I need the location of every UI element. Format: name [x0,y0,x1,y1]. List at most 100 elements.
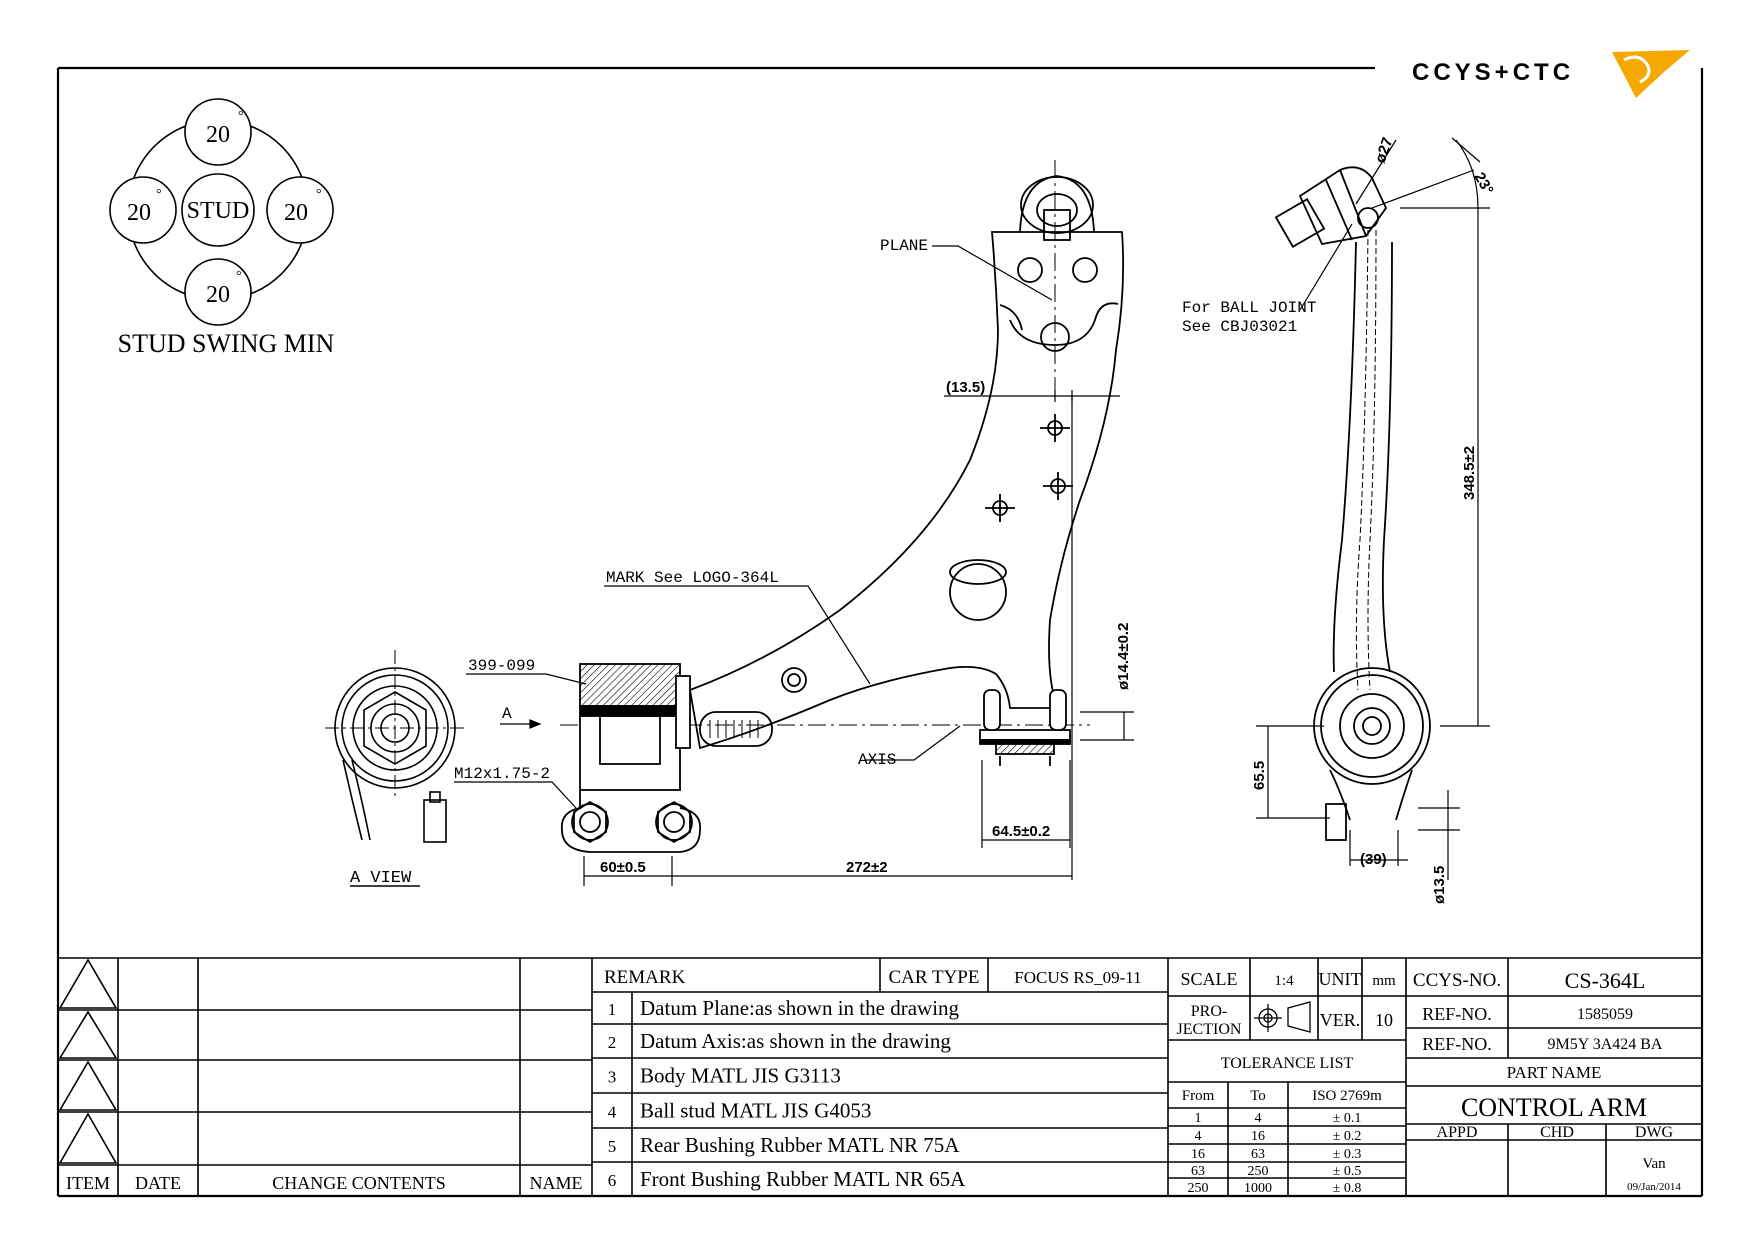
remark-number: 1 [608,1000,617,1019]
dim-13-5: (13.5) [946,379,985,396]
remark-text: Datum Axis:as shown in the drawing [640,1029,951,1053]
name-header: NAME [530,1173,583,1193]
dim-348-5: 348.5±2 [1461,446,1478,500]
remark-number: 6 [608,1171,617,1190]
chd-label: CHD [1540,1124,1574,1141]
remark-number: 3 [608,1068,617,1087]
title-block-grid [58,957,1702,1196]
a-view-caption: A VIEW [350,869,412,888]
tol-from: 63 [1191,1164,1205,1179]
ball-joint-note-1: For BALL JOINT [1182,299,1316,317]
revision-triangles [58,958,118,1164]
ref-no-label-2: REF-NO. [1422,1034,1492,1054]
ccys-no-value: CS-364L [1565,968,1646,993]
swing-angle-right: 20 [284,200,308,226]
brand-name: CCYS+CTC [1412,59,1574,86]
car-type-label: CAR TYPE [889,967,980,988]
tol-value: ± 0.5 [1333,1164,1362,1179]
drawing-frame [56,66,1704,1198]
remark-number: 2 [608,1033,617,1052]
degree-mark-right: ° [316,187,322,202]
front-bushing [979,689,1071,766]
brand-mark-swoosh-icon [1623,55,1651,84]
drawn-by: Van [1642,1156,1666,1172]
rear-bushing [560,663,702,853]
tol-from-header: From [1182,1088,1215,1104]
remark-text: Datum Plane:as shown in the drawing [640,996,960,1020]
ver-value: 10 [1375,1010,1393,1030]
dimension-lines [454,137,1490,886]
dim-14-4: ø14.4±0.2 [1115,623,1132,690]
ver-label: VER. [1320,1010,1361,1030]
scale-label: SCALE [1180,969,1237,989]
remark-text: Ball stud MATL JIS G4053 [640,1099,871,1123]
remark-text: Body MATL JIS G3113 [640,1064,841,1088]
tol-value: ± 0.3 [1333,1147,1362,1162]
stud-label: STUD [187,198,250,224]
item-header: ITEM [66,1173,110,1193]
change-contents-header: CHANGE CONTENTS [272,1173,446,1193]
axis-label: AXIS [858,751,896,769]
projection-label-1: PRO- [1191,1003,1227,1020]
tol-iso-header: ISO 2769m [1312,1088,1382,1104]
mark-label: MARK See LOGO-364L [606,569,779,587]
ref-no-value-2: 9M5Y 3A424 BA [1548,1036,1663,1053]
swing-angle-bottom: 20 [206,282,230,308]
appd-label: APPD [1437,1124,1478,1141]
remark-text: Front Bushing Rubber MATL NR 65A [640,1167,966,1191]
remark-number: 5 [608,1137,617,1156]
tol-value: ± 0.8 [1333,1181,1362,1196]
tol-to: 63 [1251,1147,1265,1162]
remark-text: Rear Bushing Rubber MATL NR 75A [640,1133,960,1157]
plane-label: PLANE [880,237,928,255]
ball-joint-note-2: See CBJ03021 [1182,318,1297,336]
swing-angle-top: 20 [206,122,230,148]
ref-no-label-1: REF-NO. [1422,1004,1492,1024]
view-arrow-label: A [502,705,512,723]
dim-272: 272±2 [846,859,888,876]
dim-23: 23° [1471,170,1497,198]
degree-mark-top: ° [238,109,244,124]
scale-value: 1:4 [1274,973,1294,989]
dim-39: (39) [1360,851,1387,868]
tol-to: 1000 [1244,1181,1272,1196]
swing-angle-left: 20 [127,200,151,226]
dim-64-5: 64.5±0.2 [992,823,1050,840]
dim-13-5b: ø13.5 [1431,866,1448,904]
drawing-date: 09/Jan/2014 [1627,1181,1681,1193]
unit-label: UNIT [1319,969,1362,989]
brand-logo: CCYS+CTC [1412,50,1690,98]
dim-60: 60±0.5 [600,859,646,876]
projection-symbol-icon [1254,1001,1311,1033]
remark-header: REMARK [604,967,686,988]
tol-to: 250 [1248,1164,1269,1179]
tol-value: ± 0.1 [1333,1111,1362,1126]
part-name-value: CONTROL ARM [1461,1093,1647,1122]
tol-from: 16 [1191,1147,1205,1162]
tol-to: 16 [1251,1129,1265,1144]
remark-number: 4 [608,1103,617,1122]
control-arm-front-view [560,160,1125,750]
dim-27: ø27 [1372,135,1397,165]
ccys-no-label: CCYS-NO. [1413,970,1501,991]
ref-no-value-1: 1585059 [1577,1006,1633,1023]
stud-swing-caption: STUD SWING MIN [118,329,335,358]
a-view-bushing [325,650,465,843]
tol-to-header: To [1250,1088,1266,1104]
stud-swing-diagram [109,98,334,326]
thread-label: M12x1.75-2 [454,765,550,783]
brand-mark-icon [1612,50,1690,98]
tol-value: ± 0.2 [1333,1129,1362,1144]
projection-label-2: JECTION [1177,1021,1242,1038]
unit-value: mm [1372,973,1396,989]
degree-mark-bottom: ° [236,269,242,284]
degree-mark-left: ° [156,187,162,202]
part-name-label: PART NAME [1507,1063,1602,1082]
tol-from: 250 [1188,1181,1209,1196]
tol-from: 4 [1195,1129,1202,1144]
dwg-label: DWG [1635,1124,1674,1141]
dim-65-5: 65.5 [1251,761,1268,790]
car-type-value: FOCUS RS_09-11 [1014,968,1141,987]
